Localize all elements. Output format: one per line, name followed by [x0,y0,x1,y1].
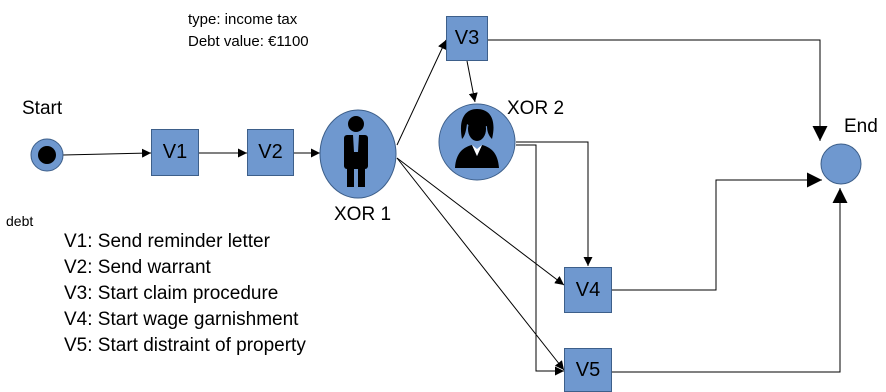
start-event-icon [30,138,64,172]
end-label: End [844,116,878,137]
legend-item-v2: V2: Send warrant [64,257,211,278]
edge-xor2-v5 [516,144,564,376]
edge-xor1-v3 [396,39,447,146]
start-label: Start [22,98,63,119]
legend-item-v5: V5: Start distraint of property [64,335,306,356]
end-event-icon [820,143,862,185]
node-v4[interactable]: V4 [564,267,612,313]
edge-start-v1 [62,148,152,158]
edge-v3-end [488,39,828,141]
node-v2[interactable]: V2 [247,129,294,176]
xor1-gateway [319,109,397,199]
xor2-gateway [438,103,516,181]
edge-v5-end [612,188,848,373]
male-person-icon [344,116,368,187]
legend-item-v3: V3: Start claim procedure [64,283,279,304]
info-debt-value: Debt value: €1100 [188,33,309,50]
node-v1[interactable]: V1 [151,129,199,176]
node-v3[interactable]: V3 [446,16,488,61]
legend: V1: Send reminder letter V2: Send warran… [64,229,306,359]
debt-label: debt [6,213,34,229]
legend-item-v4: V4: Start wage garnishment [64,309,299,330]
xor2-label: XOR 2 [507,98,565,119]
edge-xor1-v5 [396,157,565,371]
edge-xor2-v4 [516,141,593,266]
info-type: type: income tax [188,11,298,28]
node-v5[interactable]: V5 [564,348,612,392]
female-person-icon [455,109,499,168]
edge-v3-xor2 [466,60,478,103]
legend-item-v1: V1: Send reminder letter [64,231,270,252]
xor1-label: XOR 1 [334,204,392,225]
edge-v4-end [612,172,822,291]
